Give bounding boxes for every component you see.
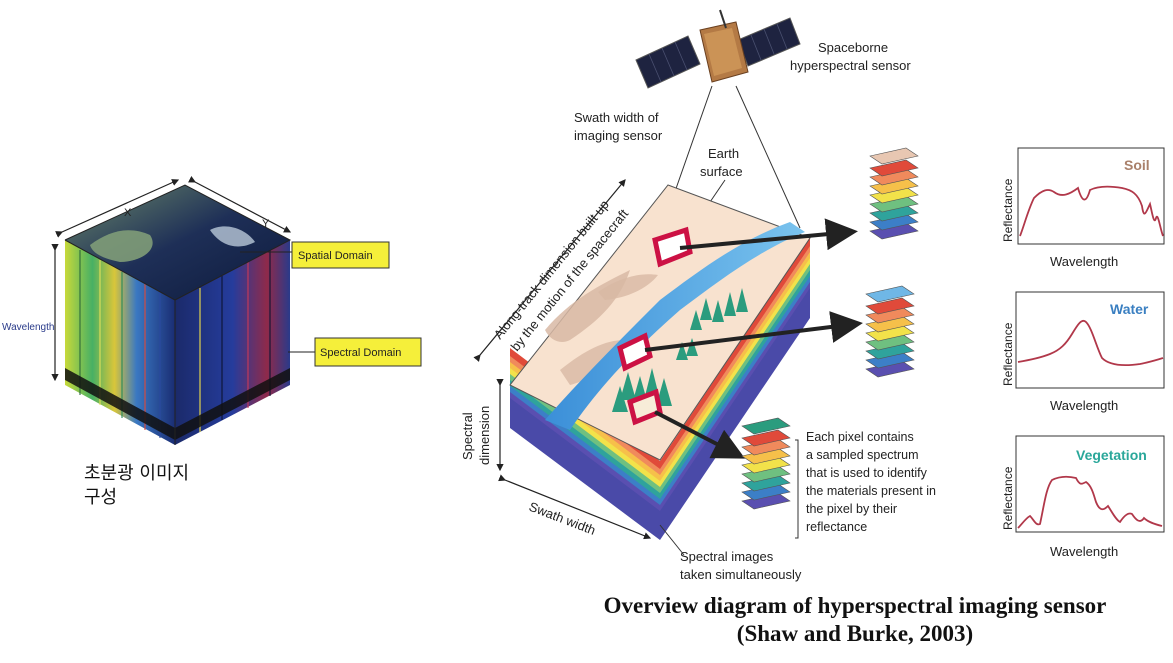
water-name-label: Water <box>1110 301 1149 317</box>
spectral-dimension-line2: dimension <box>477 406 492 465</box>
spectrum-panel-soil: Soil Reflectance Wavelength <box>1001 147 1165 269</box>
soil-pixel-stack <box>869 147 919 240</box>
korean-caption: 초분광 이미지 구성 <box>84 462 189 510</box>
water-spectrum-curve <box>1017 319 1164 366</box>
spectral-domain-callout: Spectral Domain <box>288 337 422 367</box>
cube-axis-wavelength-label: Wavelength <box>2 322 54 333</box>
soil-spectrum-curve <box>1019 185 1164 237</box>
swath-width-label: Swath width <box>527 499 598 538</box>
cube-axes <box>51 176 292 382</box>
swath-width-of-imaging-sensor-line1: Swath width of <box>574 110 659 125</box>
earth-surface-line2: surface <box>700 164 743 179</box>
sensor-label-line1: Spaceborne <box>818 40 888 55</box>
cube-axis-y-label: Y <box>262 218 270 230</box>
pixel-note-line3: that is used to identify <box>806 466 928 480</box>
swath-width-arrow <box>498 474 652 540</box>
satellite-icon <box>635 9 801 89</box>
figure-caption-line2: (Shaw and Burke, 2003) <box>736 621 974 646</box>
sensor-label-line2: hyperspectral sensor <box>790 58 911 73</box>
stack-top-pixel <box>865 285 915 303</box>
swath-cone <box>671 85 801 229</box>
earth-surface-line1: Earth <box>708 146 739 161</box>
vegetation-pixel-stack <box>741 417 791 510</box>
pixel-note-line5: the pixel by their <box>806 502 897 516</box>
stack-layer <box>865 297 915 315</box>
water-pixel-stack <box>865 285 915 378</box>
pixel-note-line1: Each pixel contains <box>806 430 914 444</box>
spectral-domain-label: Spectral Domain <box>320 347 401 359</box>
water-ylabel: Reflectance <box>1001 322 1015 386</box>
stack-layer <box>869 159 919 177</box>
figure-caption-line1: Overview diagram of hyperspectral imagin… <box>603 593 1107 618</box>
vegetation-ylabel: Reflectance <box>1001 466 1015 530</box>
pixel-note: Each pixel contains a sampled spectrum t… <box>806 430 936 534</box>
soil-ylabel: Reflectance <box>1001 178 1015 242</box>
vegetation-xlabel: Wavelength <box>1050 544 1118 559</box>
soil-xlabel: Wavelength <box>1050 254 1118 269</box>
stack-top-pixel <box>869 147 919 165</box>
vegetation-name-label: Vegetation <box>1076 447 1147 463</box>
pixel-arrows <box>644 218 863 459</box>
along-track-arrow <box>473 179 626 362</box>
swath-width-of-imaging-sensor-line2: imaging sensor <box>574 128 663 143</box>
pixel-note-line4: the materials present in <box>806 484 936 498</box>
pixel-note-line2: a sampled spectrum <box>806 448 919 462</box>
stack-top-pixel <box>741 417 791 435</box>
spatial-domain-callout: Spatial Domain <box>240 241 390 269</box>
spectrum-panel-vegetation: Vegetation Reflectance Wavelength <box>1001 435 1165 559</box>
figure-caption: Overview diagram of hyperspectral imagin… <box>535 592 1173 648</box>
pixel-note-line6: reflectance <box>806 520 867 534</box>
cube-axis-x-label: X <box>124 207 132 219</box>
water-xlabel: Wavelength <box>1050 398 1118 413</box>
stack-layer <box>741 429 791 447</box>
spatial-domain-label: Spatial Domain <box>298 250 373 262</box>
spectrum-panel-water: Water Reflectance Wavelength <box>1001 291 1165 413</box>
soil-name-label: Soil <box>1124 157 1150 173</box>
spectral-images-line1: Spectral images <box>680 549 774 564</box>
spectral-dimension-line1: Spectral <box>460 412 475 460</box>
pixel-note-bracket <box>795 439 799 539</box>
korean-caption-line1: 초분광 이미지 <box>84 463 190 484</box>
vegetation-spectrum-curve <box>1017 475 1163 529</box>
spectral-images-line2: taken simultaneously <box>680 567 802 582</box>
korean-caption-line2: 구성 <box>84 487 118 508</box>
hyperspectral-cube <box>64 184 292 445</box>
